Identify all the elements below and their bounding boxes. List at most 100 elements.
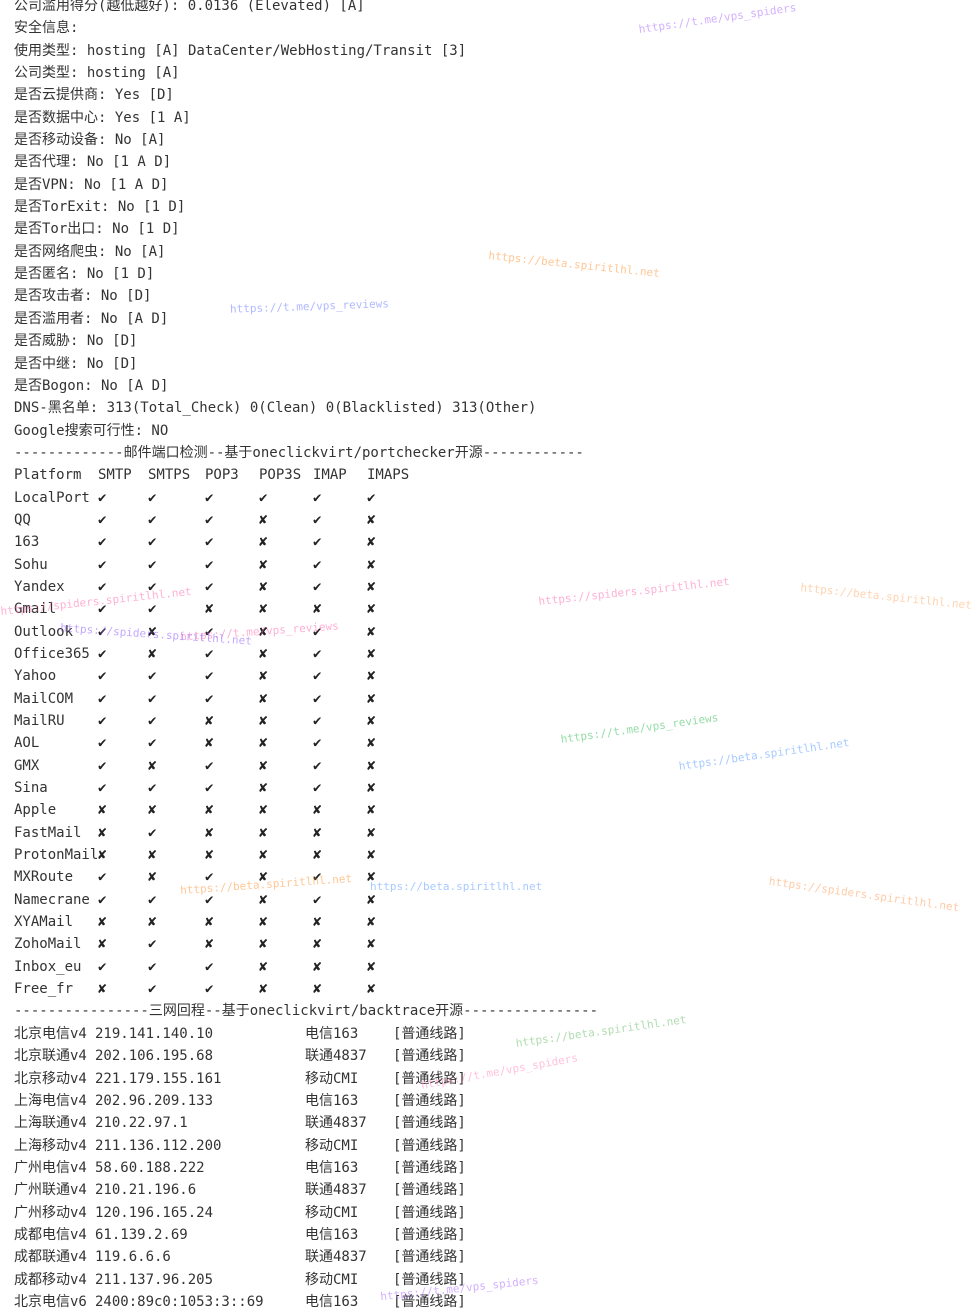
mail-platform-name: Gmail [14, 601, 57, 618]
check-icon: ✔ [148, 713, 157, 729]
mail-platform-name: ZohoMail [14, 936, 82, 953]
route-carrier: 电信163 [305, 1025, 359, 1042]
cross-icon: ✘ [205, 713, 214, 729]
check-icon: ✔ [205, 668, 214, 685]
cross-icon: ✘ [98, 802, 107, 819]
cross-icon: ✘ [313, 936, 322, 953]
check-icon: ✔ [148, 601, 157, 618]
route-type: [普通线路] [393, 1070, 466, 1087]
cross-icon: ✘ [313, 802, 322, 819]
cross-icon: ✘ [367, 891, 376, 908]
check-icon: ✔ [313, 645, 322, 662]
check-icon: ✔ [313, 534, 322, 551]
check-icon: ✔ [367, 489, 376, 506]
route-carrier: 电信163 [305, 1226, 359, 1243]
route-ip: 211.136.112.200 [95, 1137, 222, 1154]
info-line: 是否代理: No [1 A D] [14, 154, 172, 171]
route-location: 成都移动v4 [14, 1271, 87, 1288]
cross-icon: ✘ [259, 824, 268, 841]
check-icon: ✔ [313, 869, 322, 886]
route-type: [普通线路] [393, 1293, 466, 1310]
cross-icon: ✘ [259, 511, 268, 528]
mail-row: ProtonMail✘✘✘✘✘✘ [14, 844, 960, 866]
cross-icon: ✘ [205, 824, 214, 841]
check-icon: ✔ [148, 511, 157, 528]
cross-icon: ✘ [367, 981, 376, 998]
info-line: 公司类型: hosting [A] [14, 65, 180, 82]
check-icon: ✔ [148, 735, 157, 752]
mail-header-cell: SMTPS [148, 467, 191, 484]
cross-icon: ✘ [313, 847, 322, 864]
mail-platform-name: MailRU [14, 713, 65, 729]
route-carrier: 电信163 [305, 1092, 359, 1109]
route-location: 北京联通v4 [14, 1048, 87, 1065]
route-location: 北京电信v6 [14, 1293, 87, 1310]
check-icon: ✔ [98, 690, 107, 707]
route-carrier: 联通4837 [305, 1115, 367, 1132]
cross-icon: ✘ [313, 914, 322, 931]
cross-icon: ✘ [367, 556, 376, 573]
info-line: 是否滥用者: No [A D] [14, 310, 169, 327]
mail-header-cell: Platform [14, 467, 82, 484]
info-line: 是否匿名: No [1 D] [14, 266, 155, 283]
check-icon: ✔ [148, 690, 157, 707]
mail-platform-name: Yahoo [14, 668, 57, 685]
mail-platform-name: FastMail [14, 824, 82, 841]
check-icon: ✔ [148, 958, 157, 975]
route-carrier: 联通4837 [305, 1182, 367, 1199]
check-icon: ✔ [205, 780, 214, 797]
cross-icon: ✘ [259, 623, 268, 640]
cross-icon: ✘ [367, 780, 376, 797]
check-icon: ✔ [98, 668, 107, 685]
mail-table-body: LocalPort✔✔✔✔✔✔QQ✔✔✔✘✔✘163✔✔✔✘✔✘Sohu✔✔✔✘… [14, 487, 960, 1001]
check-icon: ✔ [148, 534, 157, 551]
check-icon: ✔ [98, 534, 107, 551]
mail-row: Namecrane✔✔✔✘✔✘ [14, 889, 960, 911]
mail-row: XYAMail✘✘✘✘✘✘ [14, 911, 960, 933]
cross-icon: ✘ [205, 735, 214, 752]
check-icon: ✔ [313, 556, 322, 573]
check-icon: ✔ [205, 645, 214, 662]
check-icon: ✔ [313, 489, 322, 506]
info-line: 是否中继: No [D] [14, 355, 138, 372]
terminal-output: 公司滥用得分(越低越好): 0.0136 (Elevated) [A]安全信息:… [14, 0, 960, 1313]
cross-icon: ✘ [367, 690, 376, 707]
mail-row: Apple✘✘✘✘✘✘ [14, 799, 960, 821]
info-line: 是否VPN: No [1 A D] [14, 176, 169, 193]
cross-icon: ✘ [367, 713, 376, 729]
cross-icon: ✘ [98, 936, 107, 953]
cross-icon: ✘ [148, 869, 157, 886]
mail-header-cell: IMAPS [367, 467, 410, 484]
check-icon: ✔ [205, 489, 214, 506]
mail-platform-name: Sohu [14, 556, 48, 573]
mail-platform-name: Namecrane [14, 891, 90, 908]
check-icon: ✔ [98, 556, 107, 573]
check-icon: ✔ [205, 757, 214, 774]
route-ip: 119.6.6.6 [95, 1249, 171, 1266]
check-icon: ✔ [148, 578, 157, 595]
cross-icon: ✘ [259, 914, 268, 931]
route-type: [普通线路] [393, 1182, 466, 1199]
route-carrier: 电信163 [305, 1159, 359, 1176]
info-line: 是否TorExit: No [1 D] [14, 199, 186, 216]
route-type: [普通线路] [393, 1226, 466, 1243]
check-icon: ✔ [313, 668, 322, 685]
mail-row: Sohu✔✔✔✘✔✘ [14, 554, 960, 576]
route-location: 广州电信v4 [14, 1159, 87, 1176]
mail-row: FastMail✘✔✘✘✘✘ [14, 822, 960, 844]
cross-icon: ✘ [367, 757, 376, 774]
cross-icon: ✘ [367, 847, 376, 864]
check-icon: ✔ [313, 891, 322, 908]
mail-section-title: -------------邮件端口检测--基于oneclickvirt/port… [14, 444, 584, 461]
info-line: DNS-黑名单: 313(Total_Check) 0(Clean) 0(Bla… [14, 400, 537, 417]
mail-row: AOL✔✔✘✘✔✘ [14, 732, 960, 754]
cross-icon: ✘ [367, 824, 376, 841]
check-icon: ✔ [98, 489, 107, 506]
route-type: [普通线路] [393, 1115, 466, 1132]
mail-row: ZohoMail✘✔✘✘✘✘ [14, 933, 960, 955]
check-icon: ✔ [148, 891, 157, 908]
